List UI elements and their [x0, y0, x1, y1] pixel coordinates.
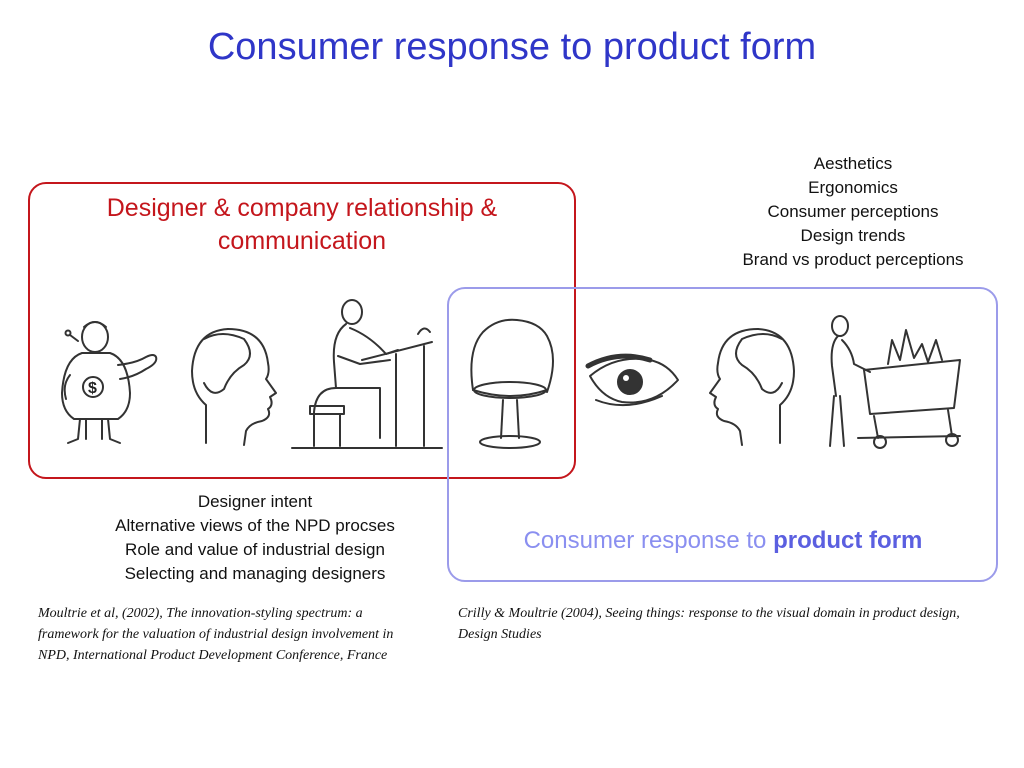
consumer-factor-item: Aesthetics [813, 154, 893, 173]
dollar-sign-symbol: $ [88, 380, 97, 397]
shopper-with-cart-icon [829, 315, 961, 449]
reference-right: Crilly & Moultrie (2004), Seeing things:… [458, 606, 960, 642]
consumer-factor-item: Ergonomics [808, 178, 898, 197]
designer-factors-list: Designer intent Alternative views of the… [60, 490, 450, 586]
consumer-box-caption: Consumer response to product form [460, 527, 986, 555]
reference-left: Moultrie et al, (2002), The innovation-s… [38, 606, 394, 663]
consumer-caption-prefix: Consumer response to [523, 527, 774, 554]
designer-company-box [28, 182, 576, 479]
consumer-factor-item: Consumer perceptions [767, 202, 939, 221]
head-profile-icon [191, 328, 277, 446]
consumer-factor-item: Design trends [800, 226, 906, 245]
businessman-icon: $ [61, 321, 158, 444]
designer-factor-item: Selecting and managing designers [124, 564, 386, 583]
consumer-factor-item: Brand vs product perceptions [742, 250, 964, 269]
eye-icon [585, 353, 679, 407]
designer-at-drafting-table-icon [291, 299, 443, 449]
designer-factor-item: Role and value of industrial design [125, 540, 385, 559]
consumer-caption-bold: product form [773, 527, 923, 554]
consumer-response-box [447, 287, 998, 582]
designer-factor-item: Designer intent [197, 492, 313, 511]
consumer-factors-list: Aesthetics Ergonomics Consumer perceptio… [710, 152, 996, 272]
head-profile-icon [709, 328, 795, 446]
tulip-chair-icon [470, 318, 554, 449]
designer-factor-item: Alternative views of the NPD procses [115, 516, 395, 535]
page-title: Consumer response to product form [207, 26, 817, 68]
designer-box-heading: Designer & company relationship & commun… [106, 194, 498, 255]
